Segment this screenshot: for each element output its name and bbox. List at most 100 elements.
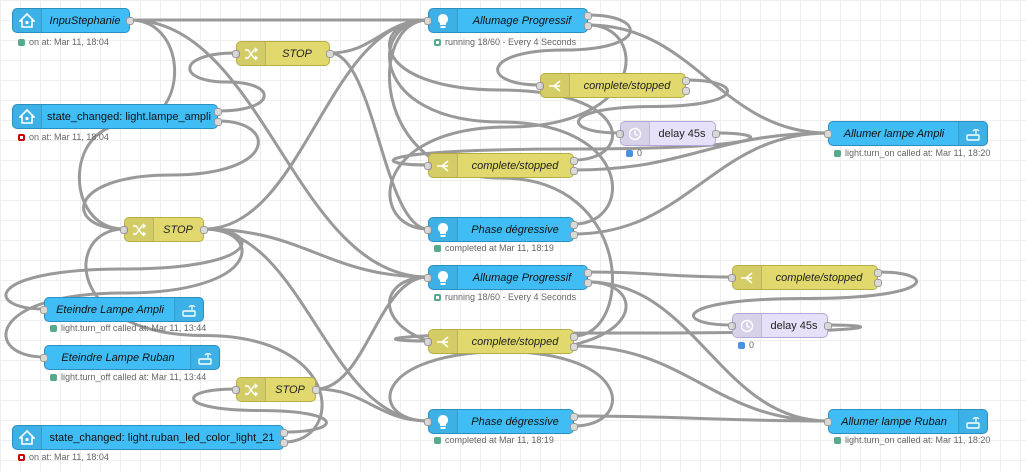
node-stop-top[interactable]: STOP [232, 41, 334, 66]
output-port[interactable] [584, 279, 592, 287]
router-icon [190, 346, 219, 369]
status-dot [434, 293, 441, 301]
output-port[interactable] [584, 269, 592, 277]
input-port[interactable] [424, 162, 432, 170]
input-port[interactable] [616, 130, 624, 138]
status-dot [18, 38, 25, 46]
node-label: delay 45s [770, 319, 818, 332]
status-dot [434, 436, 441, 444]
connection-wire [82, 119, 260, 231]
input-port[interactable] [424, 226, 432, 234]
status-dot [626, 149, 633, 157]
output-port[interactable] [874, 269, 882, 277]
node-delay-1[interactable]: delay 45s [616, 121, 720, 146]
node-status: 0 [626, 148, 642, 158]
timer-icon [621, 122, 650, 145]
output-port[interactable] [824, 322, 832, 330]
bulb-icon [429, 266, 458, 289]
switch-icon [541, 74, 570, 97]
output-port[interactable] [326, 50, 334, 58]
node-stop-mid[interactable]: STOP [120, 217, 208, 242]
connection-wire [314, 387, 430, 423]
input-port[interactable] [120, 226, 128, 234]
switch-icon [429, 154, 458, 177]
node-allumer-lampe-ruban[interactable]: Allumer lampe Ruban [824, 409, 988, 434]
node-phase-degressive-2[interactable]: Phase dégressive [424, 409, 578, 434]
node-complete-stopped-3[interactable]: complete/stopped [728, 265, 882, 290]
output-port[interactable] [570, 413, 578, 421]
output-port[interactable] [570, 157, 578, 165]
node-label: state_changed: light.lampe_ampli [47, 110, 211, 123]
connection-wire [572, 131, 830, 236]
router-icon [958, 410, 987, 433]
output-port[interactable] [126, 17, 134, 25]
node-label: complete/stopped [775, 271, 863, 284]
status-text: 0 [749, 340, 755, 350]
node-status: on at: Mar 11, 18:04 [18, 452, 109, 462]
connection-wire [388, 23, 628, 231]
node-complete-stopped-1[interactable]: complete/stopped [536, 73, 690, 98]
node-allumage-progressif-1[interactable]: Allumage Progressif [424, 8, 592, 33]
output-port[interactable] [682, 87, 690, 95]
switch-icon [733, 266, 762, 289]
connection-wire [314, 275, 430, 391]
input-port[interactable] [824, 130, 832, 138]
node-allumer-lampe-ampli[interactable]: Allumer lampe Ampli [824, 121, 988, 146]
output-port[interactable] [584, 12, 592, 20]
router-icon [958, 122, 987, 145]
output-port[interactable] [570, 167, 578, 175]
node-status: light.turn_off called at: Mar 11, 13:44 [50, 372, 206, 382]
output-port[interactable] [570, 423, 578, 431]
output-port[interactable] [280, 429, 288, 437]
output-port[interactable] [312, 386, 320, 394]
status-dot [434, 244, 441, 252]
node-label: STOP [282, 47, 312, 60]
node-status: running 18/60 - Every 4 Seconds [434, 37, 576, 47]
timer-icon [733, 314, 762, 337]
node-complete-stopped-4[interactable]: complete/stopped [424, 329, 578, 354]
input-port[interactable] [728, 274, 736, 282]
input-port[interactable] [232, 50, 240, 58]
output-port[interactable] [584, 22, 592, 30]
node-delay-2[interactable]: delay 45s [728, 313, 832, 338]
node-allumage-progressif-2[interactable]: Allumage Progressif [424, 265, 592, 290]
node-status: light.turn_off called at: Mar 11, 13:44 [50, 323, 206, 333]
status-text: light.turn_on called at: Mar 11, 18:20 [845, 148, 991, 158]
node-inpu-stephanie[interactable]: InpuStephanie [12, 8, 134, 33]
output-port[interactable] [712, 130, 720, 138]
output-port[interactable] [570, 231, 578, 239]
status-dot [50, 324, 57, 332]
input-port[interactable] [424, 17, 432, 25]
node-eteindre-ampli[interactable]: Eteindre Lampe Ampli [40, 297, 204, 322]
node-eteindre-ruban[interactable]: Eteindre Lampe Ruban [40, 345, 220, 370]
output-port[interactable] [200, 226, 208, 234]
node-complete-stopped-2[interactable]: complete/stopped [424, 153, 578, 178]
input-port[interactable] [40, 354, 48, 362]
input-port[interactable] [232, 386, 240, 394]
status-dot [434, 38, 441, 46]
node-state-changed-ruban[interactable]: state_changed: light.ruban_led_color_lig… [12, 425, 288, 450]
node-stop-bottom[interactable]: STOP [232, 377, 320, 402]
input-port[interactable] [424, 338, 432, 346]
node-phase-degressive-1[interactable]: Phase dégressive [424, 217, 578, 242]
input-port[interactable] [40, 306, 48, 314]
output-port[interactable] [214, 108, 222, 116]
node-state-changed-ampli[interactable]: state_changed: light.lampe_ampli [12, 104, 222, 129]
input-port[interactable] [536, 82, 544, 90]
input-port[interactable] [728, 322, 736, 330]
output-port[interactable] [214, 118, 222, 126]
input-port[interactable] [424, 418, 432, 426]
connection-wire [202, 227, 430, 279]
input-port[interactable] [824, 418, 832, 426]
output-port[interactable] [570, 221, 578, 229]
node-status: on at: Mar 11, 18:04 [18, 37, 109, 47]
input-port[interactable] [424, 274, 432, 282]
output-port[interactable] [682, 77, 690, 85]
output-port[interactable] [874, 279, 882, 287]
status-text: on at: Mar 11, 18:04 [29, 37, 109, 47]
output-port[interactable] [570, 343, 578, 351]
status-text: light.turn_on called at: Mar 11, 18:20 [845, 435, 991, 445]
output-port[interactable] [280, 439, 288, 447]
output-port[interactable] [570, 333, 578, 341]
connection-wire [4, 227, 244, 359]
